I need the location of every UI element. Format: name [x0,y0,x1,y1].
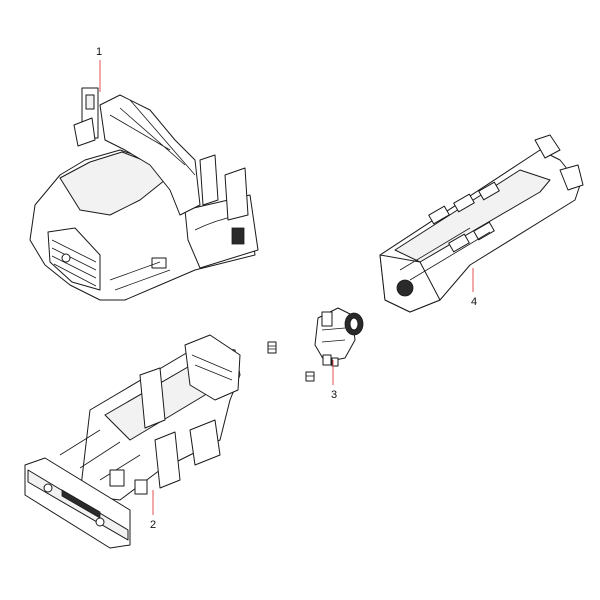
fastener-bolt-lower[interactable] [305,371,315,382]
part-4-rear-frame[interactable] [379,134,584,313]
callout-4: 4 [471,296,477,308]
callout-2: 2 [150,519,156,531]
part-2-front-chassis-frame[interactable] [24,334,241,549]
fastener-bolt-upper[interactable] [267,341,277,354]
callout-3: 3 [331,389,337,401]
callout-1: 1 [96,46,102,58]
part-3-swivel-assembly[interactable] [314,307,364,367]
part-1-cab-hood-assembly[interactable] [29,87,259,301]
